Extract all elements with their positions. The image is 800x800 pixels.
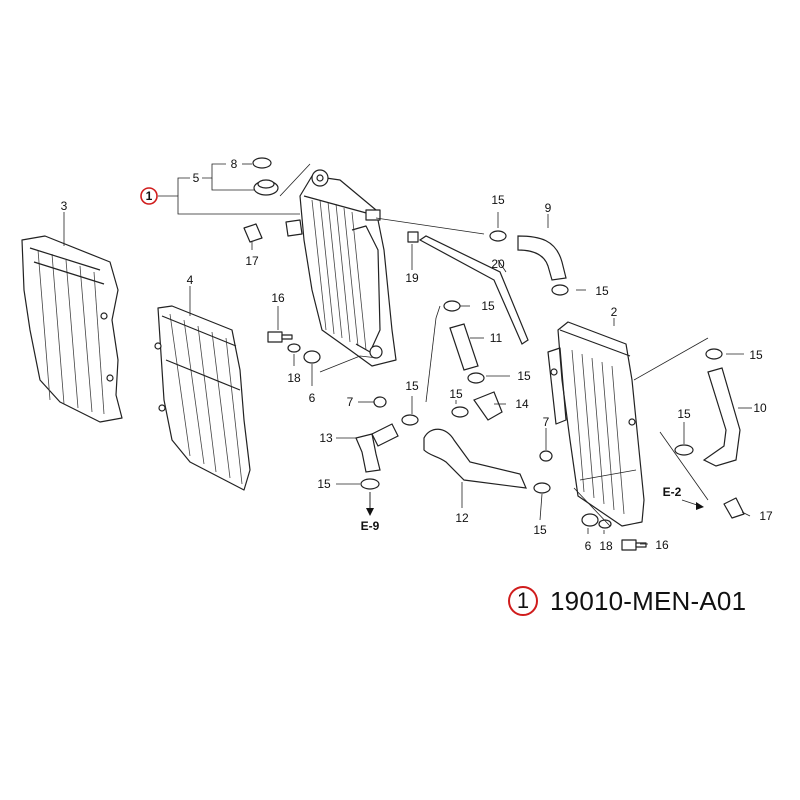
o-ring-8 — [252, 157, 272, 169]
callout-16-left: 16 — [271, 291, 285, 305]
callout-12: 12 — [455, 511, 469, 525]
callout-15-b: 15 — [595, 284, 609, 298]
callout-3: 3 — [61, 199, 68, 213]
hose-20 — [418, 235, 529, 345]
callout-14: 14 — [515, 397, 529, 411]
bolt-16-left — [267, 331, 293, 343]
callout-15-j: 15 — [749, 348, 763, 362]
radiator-shroud-outer — [21, 235, 123, 423]
callout-19: 19 — [405, 271, 419, 285]
radiator-right — [547, 321, 645, 527]
ref-arrow-e9 — [366, 492, 374, 516]
hose-12 — [423, 428, 527, 489]
callout-11: 11 — [490, 331, 503, 345]
callout-15-c: 15 — [481, 299, 495, 313]
callout-15-d: 15 — [405, 379, 419, 393]
hose-9 — [517, 235, 567, 281]
callout-18-right: 18 — [599, 539, 613, 553]
ref-arrow-e2 — [681, 499, 704, 510]
grommet-6-left — [303, 350, 321, 364]
hose-clamps — [360, 230, 723, 494]
bolt-16-right — [621, 539, 647, 551]
hose-11 — [449, 323, 479, 371]
collar-7-left — [373, 396, 387, 408]
hose-14 — [473, 391, 503, 421]
hose-13 — [355, 423, 399, 473]
callout-7-right: 7 — [543, 415, 550, 429]
part-number-legend: 1 19010-MEN-A01 — [508, 580, 746, 622]
callout-6-left: 6 — [309, 391, 316, 405]
hose-10 — [702, 367, 741, 467]
callout-15-h: 15 — [533, 523, 547, 537]
ref-e9-label: E-9 — [361, 519, 380, 533]
leader-lines — [63, 163, 752, 545]
callout-8: 8 — [231, 157, 238, 171]
clip-17-left — [243, 223, 263, 243]
callout-15-e: 15 — [449, 387, 463, 401]
callout-17-right: 17 — [759, 509, 773, 523]
part-index-circle: 1 — [508, 586, 538, 616]
radiator-grille — [154, 305, 251, 491]
callout-4: 4 — [187, 273, 194, 287]
callout-10: 10 — [753, 401, 767, 415]
part-number-code: 19010-MEN-A01 — [550, 585, 747, 616]
radiator-left — [285, 169, 397, 367]
callout-15-i: 15 — [677, 407, 691, 421]
callout-5: 5 — [193, 171, 200, 185]
grommet-6-right — [581, 513, 599, 527]
callout-7-left: 7 — [347, 395, 354, 409]
callout-13: 13 — [319, 431, 333, 445]
callout-1: 1 — [146, 189, 153, 203]
callout-17-left: 17 — [245, 254, 259, 268]
collar-19 — [407, 231, 419, 243]
washer-18-left — [287, 343, 301, 353]
part-index: 1 — [516, 588, 530, 613]
callout-15-g: 15 — [317, 477, 331, 491]
clip-17-right — [723, 497, 745, 519]
callout-15-a: 15 — [491, 193, 505, 207]
washer-18-right — [598, 519, 612, 529]
callout-16-right: 16 — [655, 538, 669, 552]
callout-6-right: 6 — [585, 539, 592, 553]
radiator-cap — [253, 179, 279, 196]
callout-18-left: 18 — [287, 371, 301, 385]
ref-e2-label: E-2 — [663, 485, 682, 499]
collar-7-right — [539, 450, 553, 462]
callout-20: 20 — [491, 257, 505, 271]
callout-9: 9 — [545, 201, 552, 215]
callout-1-highlight — [140, 187, 158, 205]
callout-2: 2 — [611, 305, 618, 319]
callout-15-f: 15 — [517, 369, 531, 383]
